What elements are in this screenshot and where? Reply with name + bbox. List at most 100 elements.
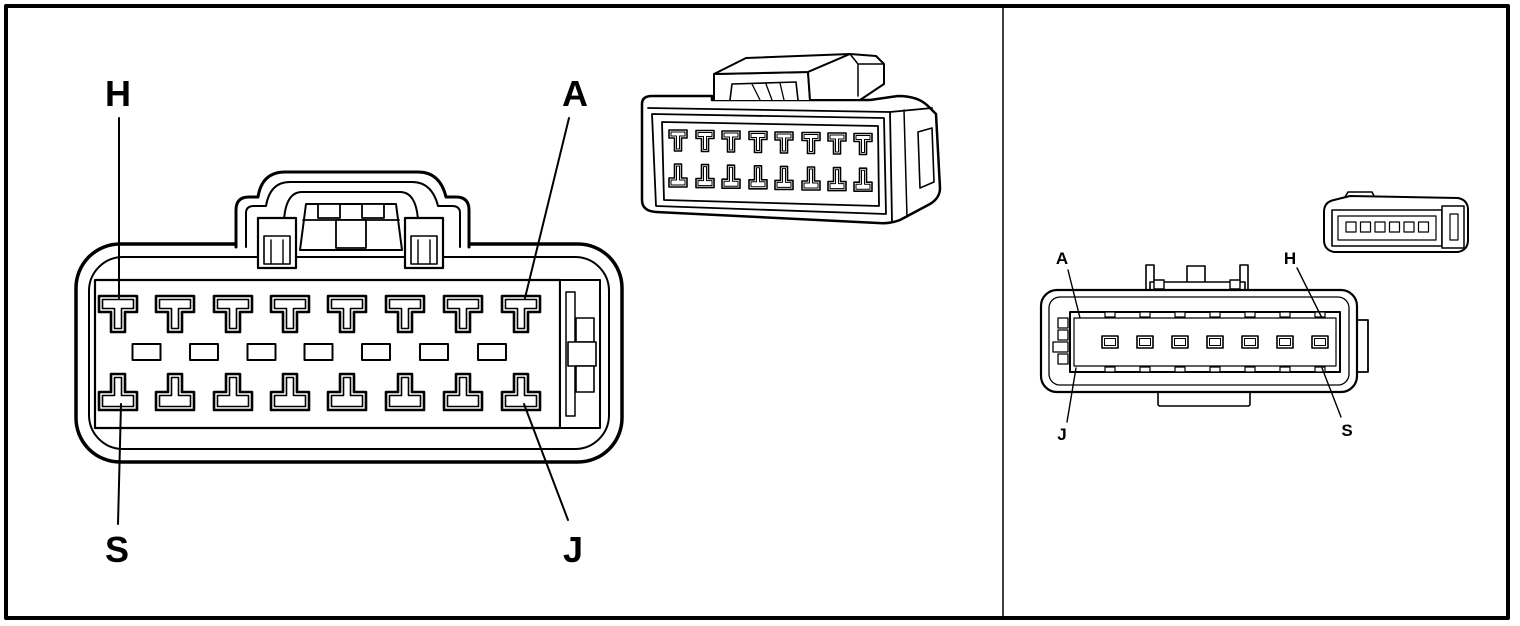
- terminal-cavity-bottom-outline: [97, 372, 139, 412]
- small-leader-lines: [1066, 267, 1342, 423]
- iso-terminal-top-inner: [670, 131, 686, 150]
- terminal-cavity-top-inner: [330, 298, 364, 330]
- terminal-cavity-bottom-inner: [504, 376, 538, 408]
- terminal-cavity-top: [212, 294, 254, 334]
- iso-terminal-top-outline: [853, 132, 873, 156]
- small-terminal-notch-bottom: [1314, 366, 1326, 373]
- terminal-cavity-bottom-inner: [388, 376, 422, 408]
- terminal-slot-middle: [246, 343, 277, 361]
- left-panel: H A S J: [74, 53, 942, 570]
- terminal-cavity-top-inner: [216, 298, 250, 330]
- iso-terminal-bottom: [668, 163, 688, 188]
- small-iso-terminal: [1359, 221, 1372, 233]
- small-iso-terminal: [1417, 221, 1430, 233]
- terminal-cavity-top: [97, 294, 139, 334]
- iso-terminal-bottom: [853, 167, 873, 192]
- small-terminal-cavity: [1311, 335, 1329, 349]
- iso-terminal-top: [748, 130, 768, 154]
- terminal-cavity-bottom-outline: [384, 372, 426, 412]
- small-terminal-notch-bottom: [1244, 366, 1256, 373]
- small-terminal-cavity: [1171, 335, 1189, 349]
- terminal-cavity-bottom: [500, 372, 542, 412]
- iso-terminal-bottom-outline: [748, 165, 768, 190]
- terminal-cavity-top-outline: [212, 294, 254, 334]
- pin-label-bottom-left: J: [1057, 425, 1066, 444]
- left-detail: [1052, 341, 1069, 353]
- pin-label-top-left: H: [105, 73, 131, 114]
- large-terminal-cavities: [97, 294, 542, 412]
- terminal-cavity-top: [326, 294, 368, 334]
- large-side-housing: [559, 279, 601, 429]
- iso-terminal-bottom-inner: [750, 167, 766, 188]
- small-terminal-cavities: [1101, 311, 1329, 373]
- small-connector-face: [1039, 264, 1369, 407]
- small-iso-terminal: [1388, 221, 1401, 233]
- iso-terminal-bottom-outline: [774, 165, 794, 191]
- terminal-cavity-top-outline: [97, 294, 139, 334]
- pin-label-bottom-right: J: [563, 529, 583, 570]
- small-iso-terminal: [1345, 221, 1357, 233]
- terminal-cavity-top-outline: [269, 294, 311, 334]
- iso-front-frame: [651, 113, 887, 215]
- iso-terminal-top-outline: [668, 129, 688, 152]
- terminal-cavity-bottom: [269, 372, 311, 412]
- left-detail: [1057, 329, 1069, 341]
- iso-terminal-cavities: [668, 129, 873, 192]
- leader-line-s: [1321, 367, 1342, 418]
- terminal-slot-middle: [361, 343, 391, 361]
- small-terminal-notch-top: [1209, 311, 1221, 318]
- iso-latch-front: [713, 71, 811, 101]
- large-connector-isometric: [640, 53, 942, 225]
- small-terminal-cavity: [1101, 335, 1119, 349]
- latch-inner: [245, 181, 461, 248]
- iso-terminal-bottom-outline: [695, 163, 715, 189]
- small-terminal-notch-top: [1104, 311, 1116, 318]
- iso-terminal-bottom-inner: [829, 169, 845, 190]
- small-terminal-notch-top: [1244, 311, 1256, 318]
- terminal-cavity-bottom: [212, 372, 254, 412]
- iso-side-feature: [917, 127, 935, 189]
- iso-terminal-bottom-inner: [855, 169, 871, 190]
- small-connector-isometric: [1323, 191, 1469, 253]
- latch-arch: [283, 191, 419, 221]
- large-body-inner: [88, 256, 610, 450]
- terminal-cavity-top-inner: [158, 298, 192, 330]
- terminal-cavity-top-inner: [101, 298, 135, 330]
- iso-terminal-top: [721, 130, 741, 153]
- iso-terminal-bottom: [774, 165, 794, 191]
- terminal-cavity-top-outline: [154, 294, 196, 334]
- terminal-cavity-bottom: [326, 372, 368, 412]
- side-housing-lock: [567, 341, 597, 367]
- leader-line-j: [1066, 367, 1077, 423]
- iso-terminal-bottom: [748, 165, 768, 190]
- iso-terminal-top-inner: [829, 134, 845, 153]
- small-terminal-cavity-inner: [1314, 338, 1326, 346]
- iso-terminal-bottom-inner: [723, 166, 739, 187]
- terminal-cavity-bottom-inner: [158, 376, 192, 408]
- terminal-cavity-bottom-inner: [101, 376, 135, 408]
- iso-terminal-bottom-outline: [827, 166, 847, 192]
- small-terminal-cavity-inner: [1279, 338, 1291, 346]
- terminal-cavity-bottom-outline: [154, 372, 196, 412]
- terminal-cavity-top: [154, 294, 196, 334]
- iso-latch-slot: [729, 81, 799, 101]
- small-terminal-cavity-inner: [1244, 338, 1256, 346]
- terminal-cavity-bottom-inner: [330, 376, 364, 408]
- leader-line-s: [117, 403, 122, 525]
- terminal-slot-middle: [189, 343, 219, 361]
- small-terminal-notch-top: [1174, 311, 1186, 318]
- iso-terminal-top: [801, 131, 821, 155]
- terminal-cavity-bottom: [442, 372, 484, 412]
- top-clip-left: [1153, 279, 1165, 290]
- iso-terminal-top-outline: [721, 130, 741, 153]
- small-terminal-cavity-inner: [1209, 338, 1221, 346]
- terminal-cavity-bottom-outline: [500, 372, 542, 412]
- iso-terminal-top: [695, 129, 715, 153]
- small-terminal-notch-bottom: [1209, 366, 1221, 373]
- terminal-slot-middle: [477, 343, 507, 361]
- right-panel: A H J S: [1039, 191, 1469, 444]
- iso-terminal-bottom-inner: [670, 165, 686, 186]
- small-iso-cavity: [1337, 215, 1437, 241]
- small-terminal-cavity: [1206, 335, 1224, 349]
